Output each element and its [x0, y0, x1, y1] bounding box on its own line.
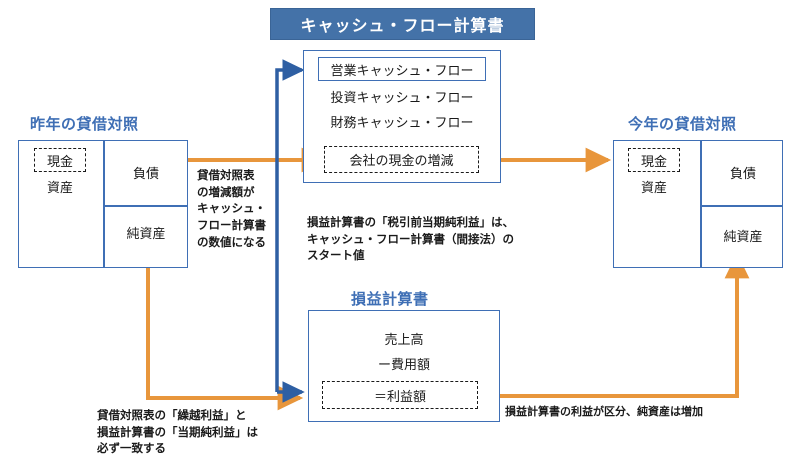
bs-last-year-net-assets: 純資産	[126, 226, 166, 242]
arrow-blue-to-cf-operating	[275, 59, 305, 392]
bs-last-year-cash: 現金	[34, 148, 86, 172]
bs-last-year-right-divider	[103, 205, 188, 207]
bs-this-year-assets: 資産	[640, 180, 667, 196]
bs-last-year-title: 昨年の貸借対照	[30, 115, 139, 133]
bs-last-year-liabilities: 負債	[132, 166, 159, 182]
cf-row-financing: 財務キャッシュ・フロー	[330, 115, 474, 131]
pl-total-profit: ＝利益額	[322, 381, 478, 409]
note-bs-pl-match: 貸借対照表の「繰越利益」と 損益計算書の「当期純利益」は 必ず一致する	[97, 408, 258, 456]
pl-row-expenses: ー費用額	[377, 357, 430, 373]
bs-last-year-assets: 資産	[46, 180, 73, 196]
bs-this-year-title: 今年の貸借対照	[628, 115, 737, 133]
cash-flow-banner: キャッシュ・フロー計算書	[270, 8, 535, 40]
note-pl-to-bs: 損益計算書の利益が区分、純資産は増加	[505, 405, 703, 418]
bs-this-year-center-divider	[700, 140, 702, 268]
bs-this-year-right-divider	[700, 205, 783, 207]
note-bs-to-cf: 貸借対照表 の増減額が キャッシュ・ フロー計算書 の数値になる	[197, 168, 266, 249]
note-pl-to-cf: 損益計算書の「税引前当期純利益」は、 キャッシュ・フロー計算書（間接法）の スタ…	[307, 215, 514, 263]
bs-this-year-net-assets: 純資産	[723, 229, 763, 245]
bs-this-year-cash: 現金	[628, 148, 680, 172]
cf-row-operating: 営業キャッシュ・フロー	[318, 57, 486, 81]
bs-this-year-liabilities: 負債	[729, 166, 756, 182]
cf-total-cash-change: 会社の現金の増減	[324, 146, 479, 173]
bs-last-year-center-divider	[103, 140, 105, 268]
income-statement-title: 損益計算書	[351, 290, 429, 308]
cf-row-investing: 投資キャッシュ・フロー	[330, 90, 474, 106]
pl-row-revenue: 売上高	[384, 332, 424, 348]
arrow-pl-to-thisyear-netassets	[478, 252, 750, 398]
